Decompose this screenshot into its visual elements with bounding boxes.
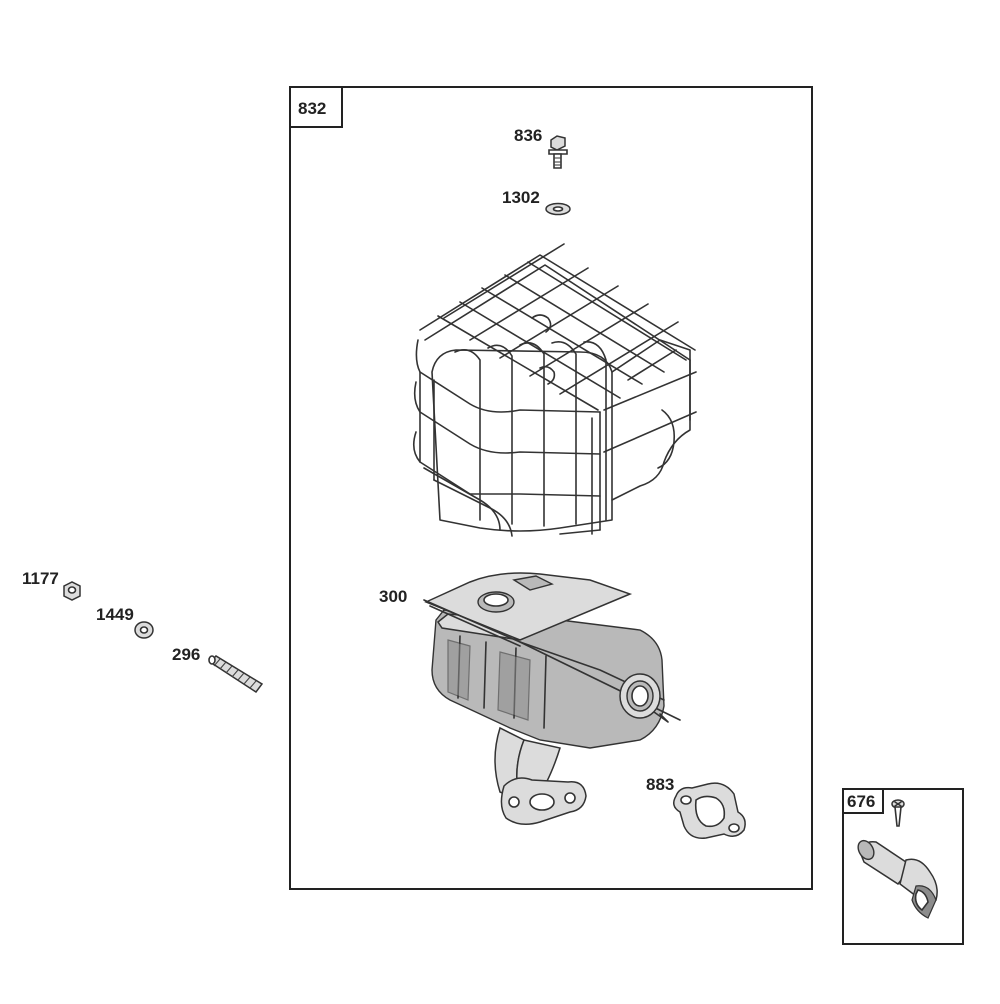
threaded-stud-icon[interactable] [208, 655, 264, 694]
callout-300: 300 [379, 587, 407, 606]
callout-836: 836 [514, 126, 542, 145]
callout-676: 676 [847, 792, 875, 811]
callout-1449: 1449 [96, 605, 134, 624]
spark-deflector-icon[interactable] [855, 838, 938, 919]
gasket-icon[interactable] [673, 782, 746, 839]
callout-1302: 1302 [502, 188, 540, 207]
group-box-main: 832 [289, 86, 813, 890]
callout-832: 832 [298, 99, 326, 118]
callout-883: 883 [646, 775, 674, 794]
muffler-icon[interactable] [423, 572, 681, 825]
washer-icon[interactable] [545, 202, 571, 216]
callout-296: 296 [172, 645, 200, 664]
bolt-icon[interactable] [548, 135, 568, 169]
muffler-guard-icon[interactable] [412, 243, 697, 537]
washer-icon-side[interactable] [134, 621, 154, 639]
screw-icon[interactable] [891, 799, 905, 827]
group-box-deflector: 676 [842, 788, 964, 945]
hex-nut-icon[interactable] [63, 581, 81, 601]
callout-1177: 1177 [22, 569, 59, 588]
